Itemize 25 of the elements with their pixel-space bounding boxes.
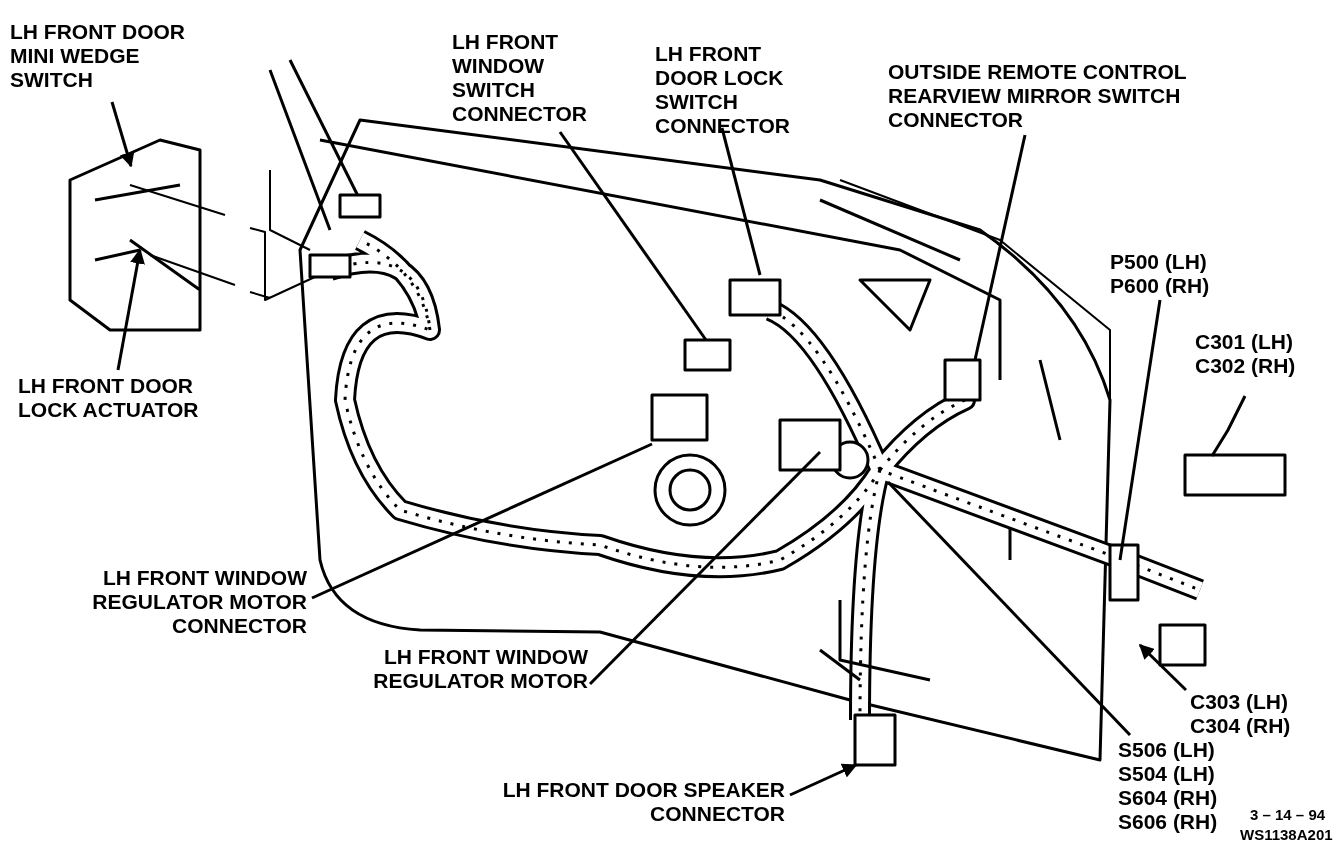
leader-line	[720, 127, 762, 276]
leader-line	[789, 763, 858, 797]
leader-line	[973, 134, 1027, 361]
callout-label: LH FRONT DOOR SPEAKER CONNECTOR	[490, 778, 785, 826]
callout-label: LH FRONT DOOR MINI WEDGE SWITCH	[10, 20, 225, 92]
leader-line	[110, 101, 135, 168]
callout-label: LH FRONT DOOR LOCK SWITCH CONNECTOR	[655, 42, 820, 138]
callout-label: LH FRONT WINDOW REGULATOR MOTOR CONNECTOR	[42, 566, 307, 638]
leader-line	[116, 248, 145, 371]
callout-label: C301 (LH) C302 (RH)	[1195, 330, 1325, 378]
date-code: 3 – 14 – 94	[1250, 806, 1326, 824]
leader-line	[886, 480, 1132, 737]
leader-line	[1138, 643, 1188, 692]
leader-line	[1118, 299, 1162, 561]
leader-line	[588, 450, 822, 686]
callout-label: P500 (LH) P600 (RH)	[1110, 250, 1240, 298]
callout-label: S506 (LH) S504 (LH) S604 (RH) S606 (RH)	[1118, 738, 1218, 834]
callout-label: OUTSIDE REMOTE CONTROL REARVIEW MIRROR SWITCH CONNECTOR	[888, 60, 1258, 132]
callout-label: LH FRONT WINDOW SWITCH CONNECTOR	[452, 30, 622, 126]
callout-label: C303 (LH) C304 (RH)	[1190, 690, 1320, 738]
leader-line	[1210, 395, 1247, 457]
figure-code: WS1138A201	[1240, 826, 1333, 844]
leader-line	[558, 131, 708, 341]
callout-label: LH FRONT WINDOW REGULATOR MOTOR	[308, 645, 588, 693]
callout-label: LH FRONT DOOR LOCK ACTUATOR	[18, 374, 248, 422]
